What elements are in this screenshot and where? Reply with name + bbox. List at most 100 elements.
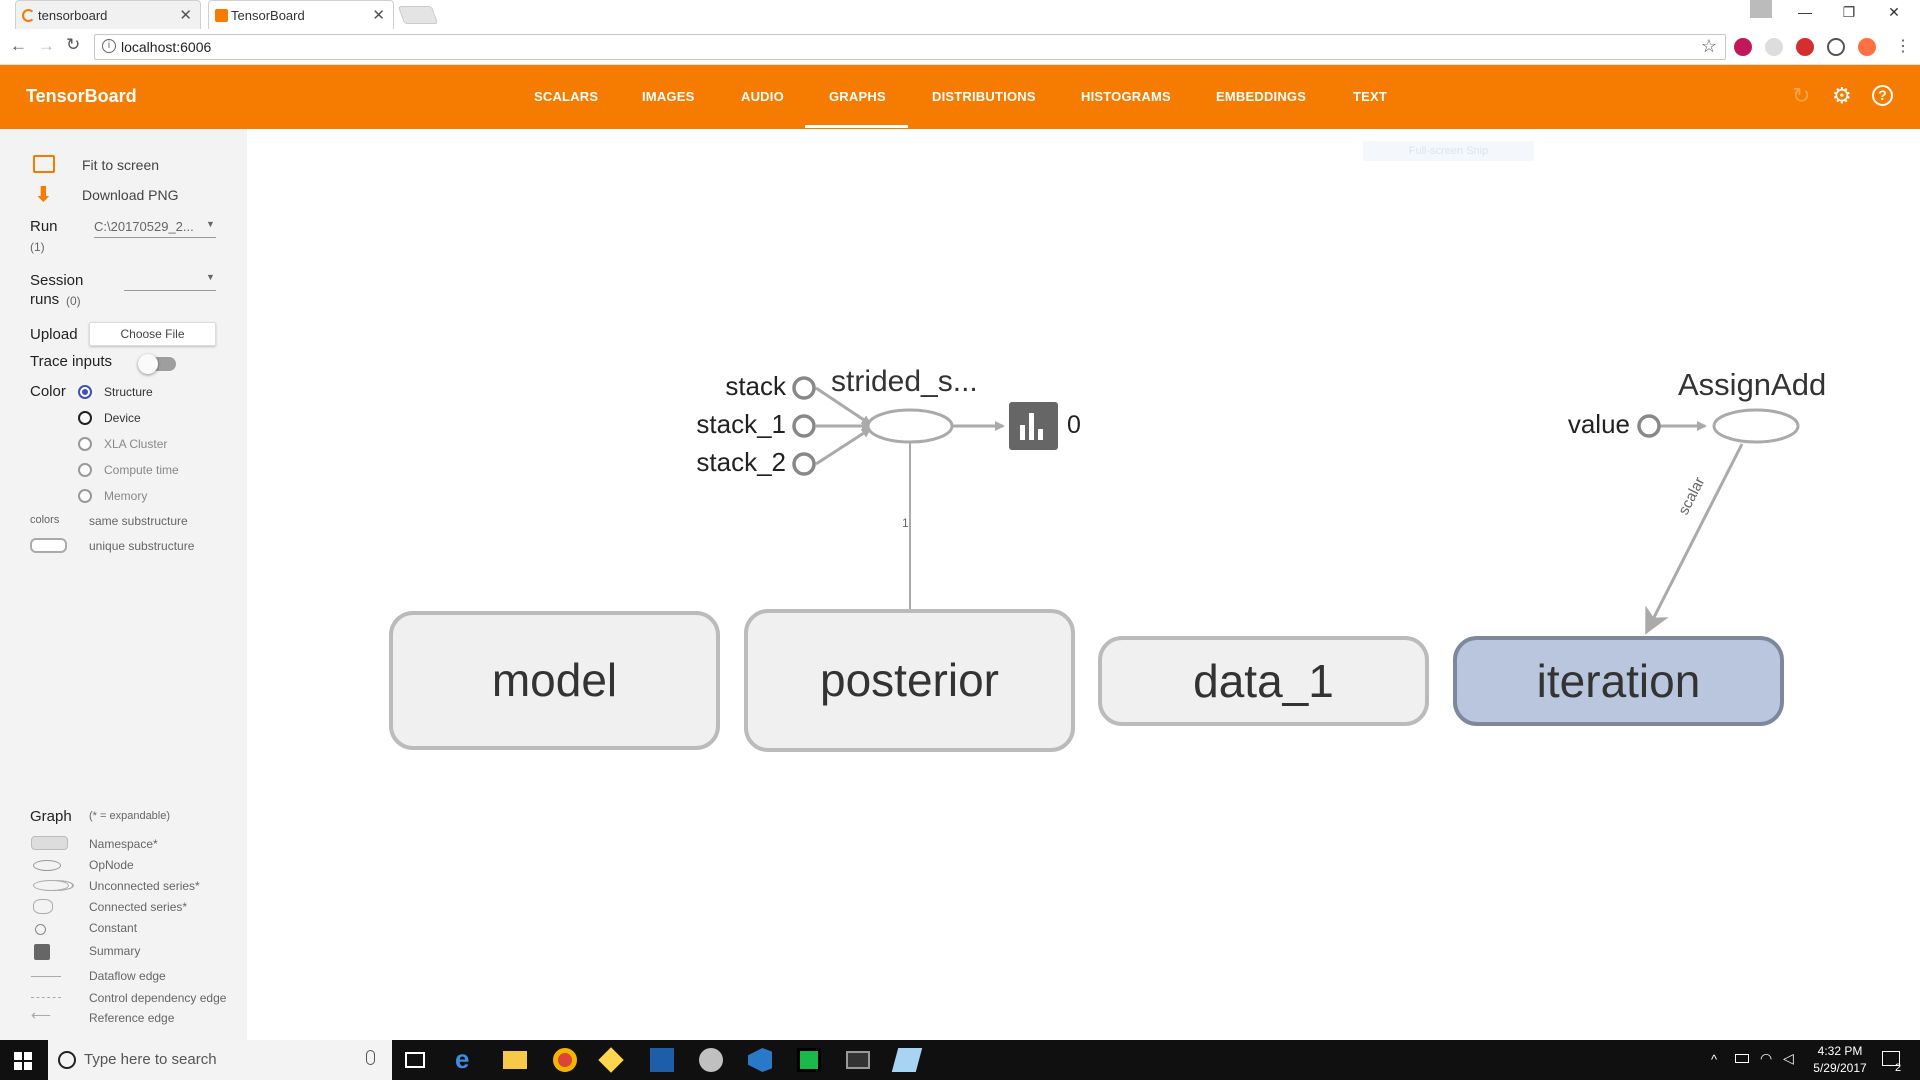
tab-embeddings[interactable]: EMBEDDINGS bbox=[1216, 89, 1307, 104]
extension-icon-4[interactable] bbox=[1858, 38, 1876, 56]
settings-gear-icon[interactable]: ⚙ bbox=[1832, 83, 1852, 108]
new-tab-button[interactable] bbox=[397, 6, 439, 24]
tab-histograms[interactable]: HISTOGRAMS bbox=[1081, 89, 1171, 104]
profile-icon[interactable] bbox=[1750, 0, 1772, 18]
node-assign-add[interactable] bbox=[1712, 408, 1800, 444]
graph-edges bbox=[792, 376, 1800, 635]
taskbar-search-placeholder: Type here to search bbox=[84, 1051, 217, 1068]
microphone-icon[interactable] bbox=[366, 1050, 375, 1065]
refresh-icon[interactable]: ↻ bbox=[1792, 83, 1811, 108]
graph-canvas[interactable]: Full-screen Snip bbox=[247, 129, 1920, 1040]
task-view-icon[interactable] bbox=[405, 1052, 425, 1068]
close-tab-icon[interactable]: ✕ bbox=[372, 7, 385, 24]
trace-inputs-toggle[interactable] bbox=[138, 354, 176, 374]
browser-tab-tensorboard[interactable]: tensorboard ✕ bbox=[15, 0, 201, 29]
wifi-icon[interactable]: ◠ bbox=[1760, 1050, 1773, 1066]
control-dependency-edge-legend-icon bbox=[31, 997, 61, 998]
powershell-icon[interactable] bbox=[650, 1048, 674, 1072]
tab-scalars[interactable]: SCALARS bbox=[534, 89, 599, 104]
choose-file-label: Choose File bbox=[120, 327, 185, 341]
expandable-note: (* = expandable) bbox=[89, 810, 171, 822]
node-stack-2[interactable] bbox=[792, 452, 816, 476]
extension-icon-2[interactable] bbox=[1765, 38, 1783, 56]
browser-tab-strip: tensorboard ✕ TensorBoard ✕ — ❐ ✕ bbox=[0, 0, 1920, 29]
node-value[interactable] bbox=[1637, 414, 1661, 438]
app-header: TensorBoard SCALARS IMAGES AUDIO GRAPHS … bbox=[0, 65, 1920, 129]
cortana-circle-icon bbox=[58, 1051, 76, 1069]
namespace-model[interactable]: model bbox=[389, 611, 720, 750]
choose-file-button[interactable]: Choose File bbox=[89, 322, 216, 346]
session-runs-count: (0) bbox=[66, 294, 81, 308]
address-bar[interactable]: i localhost:6006 ☆ bbox=[94, 34, 1726, 60]
action-center-icon[interactable] bbox=[1882, 1051, 1900, 1066]
tab-distributions[interactable]: DISTRIBUTIONS bbox=[932, 89, 1036, 104]
battery-icon[interactable] bbox=[1735, 1054, 1749, 1063]
bookmark-star-icon[interactable]: ☆ bbox=[1700, 36, 1717, 56]
color-radio-structure[interactable] bbox=[78, 385, 92, 399]
adblock-icon[interactable] bbox=[1796, 38, 1814, 56]
reload-icon[interactable]: ↻ bbox=[66, 35, 81, 54]
namespace-model-label: model bbox=[491, 654, 618, 706]
color-option-compute-time[interactable]: Compute time bbox=[104, 463, 179, 477]
minimize-icon[interactable]: — bbox=[1798, 4, 1812, 20]
edge-browser-icon[interactable]: e bbox=[455, 1044, 470, 1074]
node-stack[interactable] bbox=[792, 376, 816, 400]
fit-to-screen-button[interactable]: Fit to screen bbox=[82, 157, 160, 173]
color-radio-xla-cluster[interactable] bbox=[78, 437, 92, 451]
download-icon[interactable]: ⬇ bbox=[35, 184, 52, 206]
terminal-icon[interactable] bbox=[846, 1051, 870, 1069]
color-option-xla-cluster[interactable]: XLA Cluster bbox=[104, 437, 168, 451]
help-icon[interactable]: ? bbox=[1872, 85, 1893, 106]
namespace-data-1[interactable]: data_1 bbox=[1098, 636, 1429, 726]
info-icon[interactable]: i bbox=[102, 39, 116, 53]
tab-images[interactable]: IMAGES bbox=[642, 89, 695, 104]
tab-text[interactable]: TEXT bbox=[1353, 89, 1388, 104]
colors-label: colors bbox=[30, 514, 60, 526]
color-option-structure[interactable]: Structure bbox=[104, 385, 153, 399]
extension-icon-3[interactable] bbox=[1827, 38, 1845, 56]
color-radio-memory[interactable] bbox=[78, 489, 92, 503]
chrome-icon[interactable] bbox=[553, 1048, 577, 1072]
close-tab-icon[interactable]: ✕ bbox=[179, 7, 192, 24]
forward-icon[interactable]: → bbox=[38, 36, 55, 55]
back-icon[interactable]: ← bbox=[10, 36, 27, 55]
color-option-memory[interactable]: Memory bbox=[104, 489, 148, 503]
tab-audio[interactable]: AUDIO bbox=[741, 89, 784, 104]
color-radio-compute-time[interactable] bbox=[78, 463, 92, 477]
sourcetree-icon[interactable] bbox=[598, 1047, 624, 1073]
run-select[interactable]: C:\20170529_2... ▼ bbox=[94, 218, 216, 238]
taskbar-search-box[interactable]: Type here to search bbox=[48, 1040, 392, 1080]
namespace-data-1-label: data_1 bbox=[1193, 655, 1334, 707]
pycharm-icon[interactable] bbox=[797, 1048, 821, 1072]
session-runs-select[interactable]: ▼ bbox=[124, 271, 216, 291]
clock-date[interactable]: 5/29/2017 bbox=[1813, 1061, 1867, 1075]
close-window-icon[interactable]: ✕ bbox=[1888, 4, 1900, 20]
extension-icon-1[interactable] bbox=[1734, 38, 1752, 56]
node-stack-1[interactable] bbox=[792, 414, 816, 438]
namespace-iteration[interactable]: iteration bbox=[1453, 636, 1784, 726]
notepad-icon[interactable] bbox=[891, 1048, 923, 1072]
node-strided-slice[interactable] bbox=[866, 408, 954, 444]
legend-namespace: Namespace* bbox=[89, 837, 158, 851]
browser-tab-tensorboard-active[interactable]: TensorBoard ✕ bbox=[208, 0, 394, 29]
reference-edge-legend-icon: ⟵ bbox=[31, 1007, 52, 1023]
dropdown-arrow-icon: ▼ bbox=[206, 272, 215, 282]
download-png-button[interactable]: Download PNG bbox=[82, 187, 179, 203]
browser-menu-icon[interactable]: ⋮ bbox=[1895, 38, 1911, 55]
volume-icon[interactable]: ◁ bbox=[1783, 1050, 1794, 1066]
legend-unconnected-series: Unconnected series* bbox=[89, 879, 200, 893]
windows-start-icon[interactable] bbox=[14, 1052, 32, 1070]
app-icon-mascot[interactable] bbox=[699, 1048, 723, 1072]
edge-label-1: 1 bbox=[902, 516, 909, 530]
clock-time[interactable]: 4:32 PM bbox=[1817, 1044, 1863, 1058]
file-explorer-icon[interactable] bbox=[503, 1051, 527, 1069]
namespace-posterior[interactable]: posterior bbox=[744, 609, 1075, 752]
tray-chevron-icon[interactable]: ^ bbox=[1711, 1052, 1718, 1067]
tab-graphs[interactable]: GRAPHS bbox=[829, 89, 886, 104]
label-assign-add: AssignAdd bbox=[1678, 367, 1827, 402]
restore-icon[interactable]: ❐ bbox=[1842, 4, 1856, 20]
visual-studio-code-icon[interactable] bbox=[748, 1048, 772, 1072]
color-option-device[interactable]: Device bbox=[104, 411, 141, 425]
color-radio-device[interactable] bbox=[78, 411, 92, 425]
fit-to-screen-icon[interactable] bbox=[33, 155, 55, 173]
